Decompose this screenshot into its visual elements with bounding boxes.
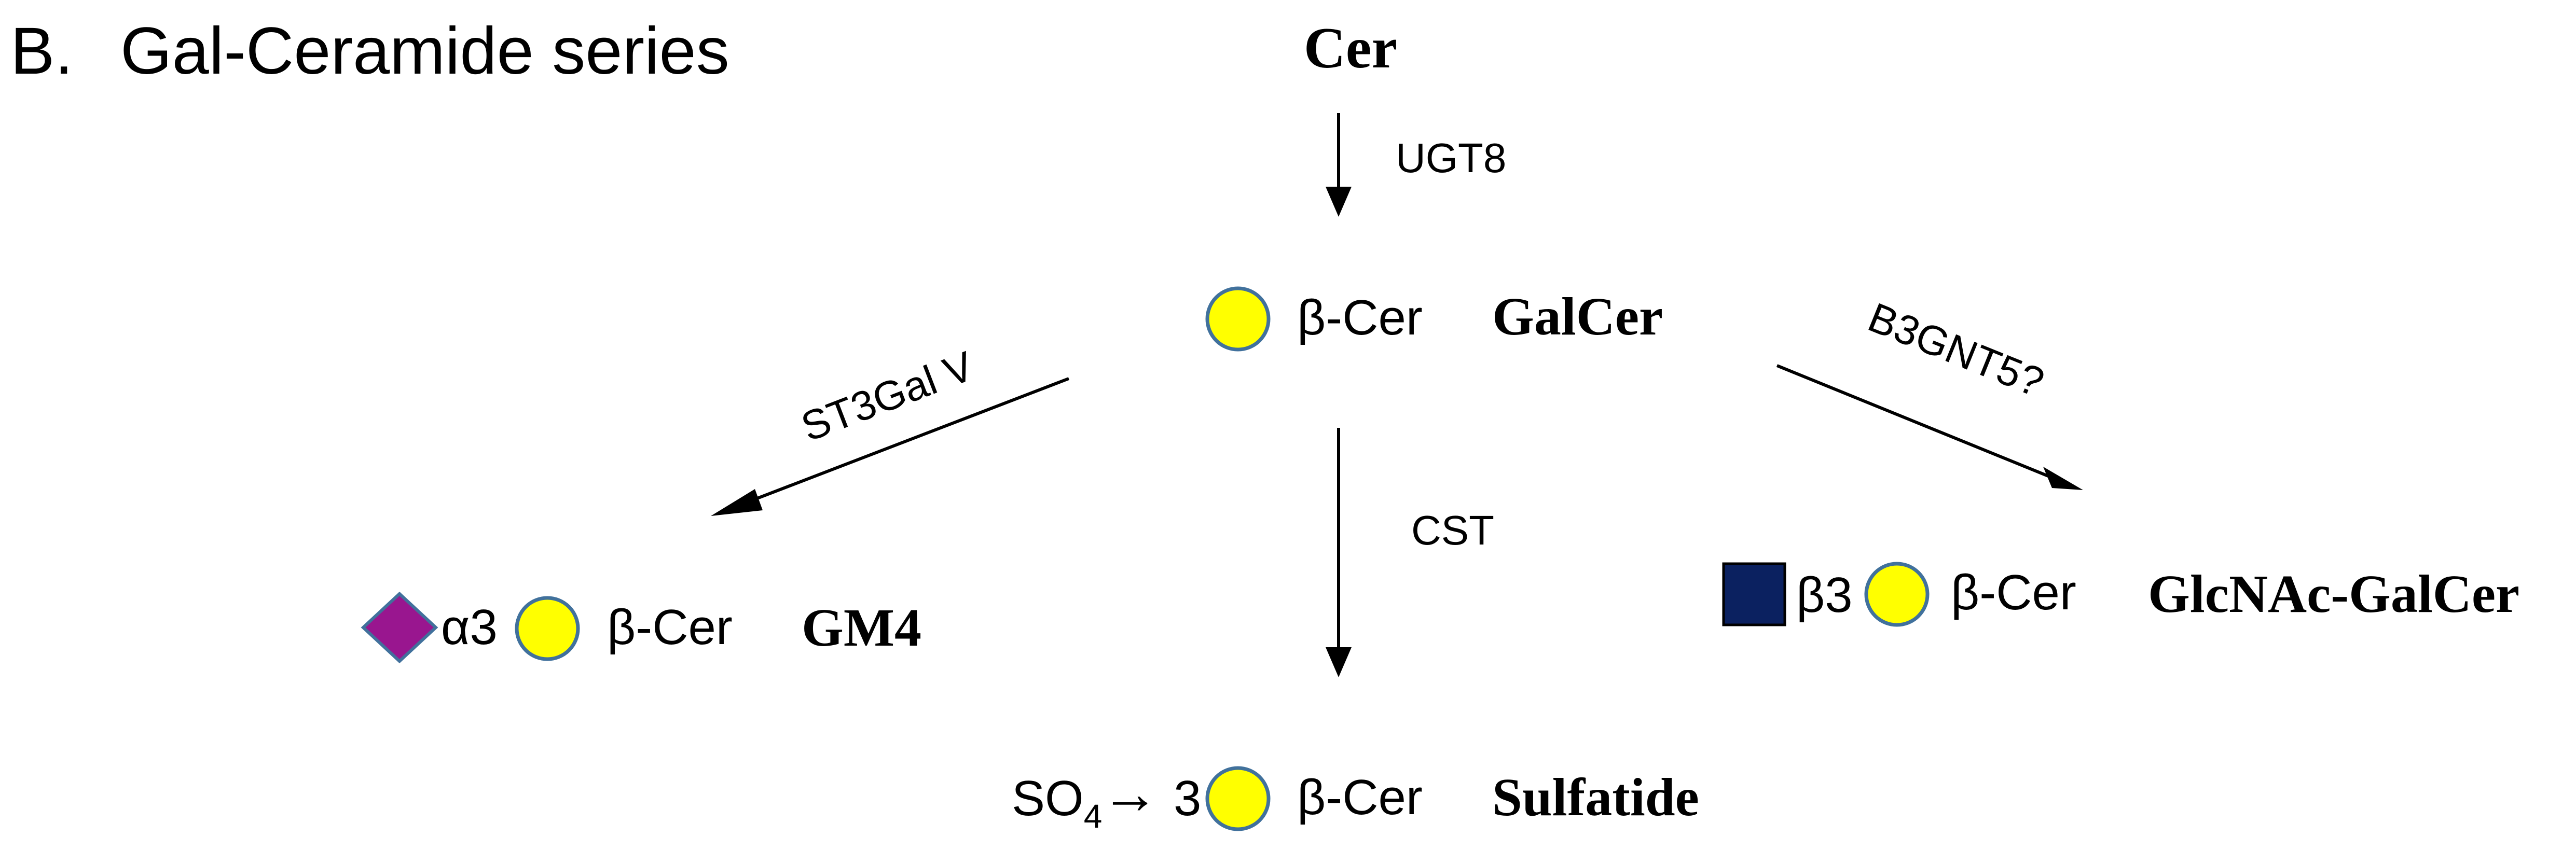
arrow-cst	[1326, 428, 1352, 677]
sulfatide-position-3: 3	[1174, 771, 1201, 826]
cer-label: Cer	[1304, 16, 1397, 80]
arrow-st3gal	[711, 377, 1070, 516]
enzyme-label-st3gal: ST3Gal V	[795, 342, 980, 450]
glcnac-galcer-linkage: β-Cer	[1951, 565, 2076, 620]
galactose-icon	[1205, 286, 1271, 352]
glcnac-beta3-linkage: β3	[1796, 567, 1853, 623]
glcnac-icon	[1722, 562, 1786, 626]
neu5ac-icon	[361, 591, 438, 664]
galactose-icon	[1864, 562, 1930, 627]
so4-group: SO4	[1012, 771, 1102, 835]
gm4-linkage: β-Cer	[607, 599, 733, 655]
galcer-label: GalCer	[1492, 287, 1663, 346]
arrow-ugt8	[1326, 113, 1352, 217]
panel-title: Gal-Ceramide series	[120, 14, 729, 88]
glcnac-galcer-label: GlcNAc-GalCer	[2148, 564, 2519, 624]
enzyme-label-ugt8: UGT8	[1396, 135, 1506, 181]
galactose-icon	[515, 596, 580, 661]
enzyme-label-cst: CST	[1411, 507, 1494, 553]
enzyme-label-b3gnt5: B3GNT5?	[1862, 294, 2050, 406]
sulfatide-label: Sulfatide	[1492, 768, 1699, 827]
panel-letter: B.	[10, 14, 73, 88]
sulfatide-linkage: β-Cer	[1297, 770, 1423, 825]
galcer-linkage: β-Cer	[1297, 290, 1423, 345]
galactose-icon	[1205, 766, 1271, 831]
arrow-b3gnt5	[1776, 364, 2083, 490]
gm4-alpha3-linkage: α3	[441, 599, 498, 655]
so4-arrow: →	[1101, 761, 1159, 826]
gm4-label: GM4	[802, 598, 921, 658]
